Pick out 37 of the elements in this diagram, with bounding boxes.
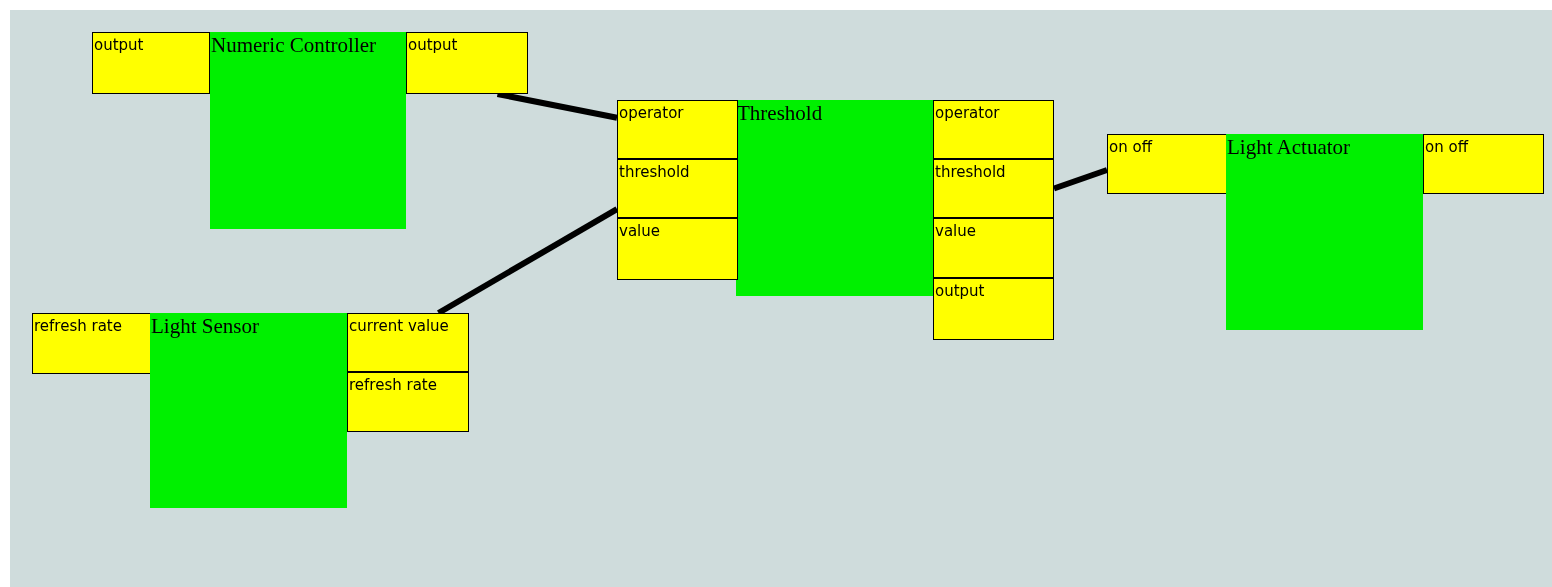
port-box: [32, 313, 152, 374]
port-label: threshold: [934, 162, 1007, 182]
port-label: refresh rate: [33, 316, 123, 336]
port-box: [1423, 134, 1544, 194]
port-label: on off: [1424, 137, 1470, 157]
block-title: Numeric Controller: [210, 32, 378, 58]
port-label: output: [934, 281, 986, 301]
component-block: [1226, 134, 1423, 330]
port-label: refresh rate: [348, 375, 438, 395]
block-title: Light Sensor: [150, 313, 260, 339]
port-box: [617, 100, 738, 159]
port-box: [617, 218, 738, 280]
port-label: output: [407, 35, 459, 55]
port-label: value: [934, 221, 977, 241]
port-label: current value: [348, 316, 450, 336]
port-label: operator: [934, 103, 1001, 123]
port-label: value: [618, 221, 661, 241]
block-title: Threshold: [736, 100, 824, 126]
component-block: [210, 32, 406, 229]
port-box: [933, 159, 1054, 218]
port-box: [92, 32, 210, 94]
port-box: [347, 372, 469, 432]
port-box: [1107, 134, 1228, 194]
component-block: [736, 100, 933, 296]
port-box: [933, 100, 1054, 159]
port-label: threshold: [618, 162, 691, 182]
port-box: [933, 278, 1054, 340]
port-label: on off: [1108, 137, 1154, 157]
block-title: Light Actuator: [1226, 134, 1352, 160]
connector-line: [1053, 167, 1108, 192]
port-box: [406, 32, 528, 94]
port-box: [347, 313, 469, 372]
component-block: [150, 313, 347, 508]
port-label: output: [93, 35, 145, 55]
port-box: [933, 218, 1054, 278]
port-label: operator: [618, 103, 685, 123]
port-box: [617, 159, 738, 218]
